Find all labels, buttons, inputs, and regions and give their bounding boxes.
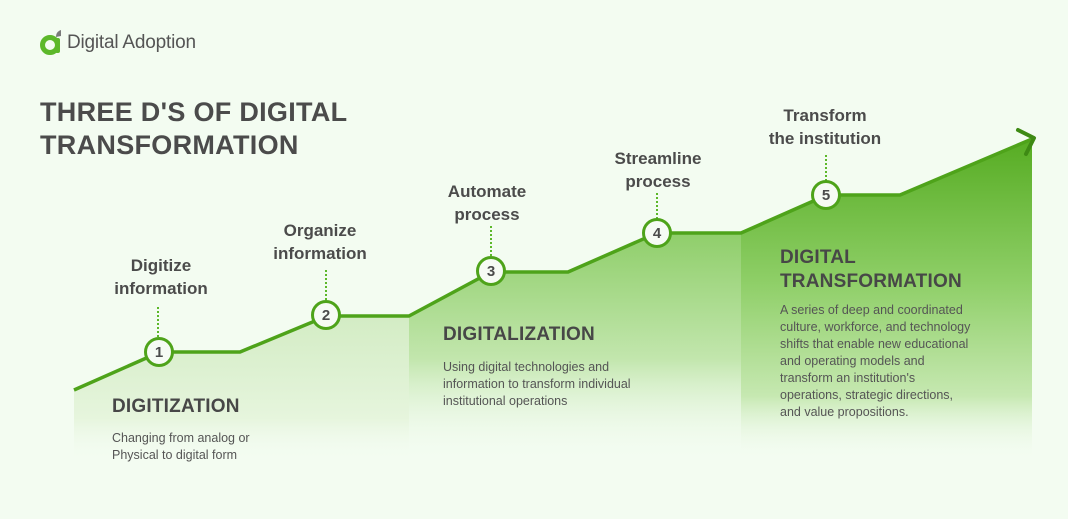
label-line: the institution bbox=[768, 129, 882, 148]
digital-adoption-logo-icon bbox=[40, 30, 61, 55]
milestone-2-marker: 2 bbox=[311, 300, 341, 330]
desc-line: shifts that enable new educational bbox=[780, 337, 969, 351]
desc-line: Using digital technologies and bbox=[443, 360, 610, 374]
milestone-4-marker: 4 bbox=[642, 218, 672, 248]
milestone-3-marker: 3 bbox=[476, 256, 506, 286]
arrow-head-icon bbox=[1016, 128, 1036, 156]
desc-line: operations, strategic directions, bbox=[780, 388, 954, 402]
desc-line: transform an institution's bbox=[780, 371, 916, 385]
label-line: process bbox=[454, 205, 520, 224]
phase-2-description: Using digital technologies and informati… bbox=[443, 359, 631, 410]
label-line: information bbox=[273, 244, 367, 263]
label-line: Automate bbox=[447, 182, 527, 201]
label-line: Organize bbox=[283, 221, 357, 240]
label-line: information bbox=[114, 279, 208, 298]
brand-logo: Digital Adoption bbox=[40, 30, 196, 56]
milestone-number: 2 bbox=[321, 306, 331, 324]
page-title: THREE D'S OF DIGITAL TRANSFORMATION bbox=[40, 96, 347, 162]
phase-1-description: Changing from analog or Physical to digi… bbox=[112, 430, 250, 464]
phase-3-title: DIGITAL TRANSFORMATION bbox=[780, 246, 962, 294]
milestone-1-marker: 1 bbox=[144, 337, 174, 367]
digitization-panel bbox=[74, 316, 409, 462]
phase-1-title: DIGITIZATION bbox=[112, 396, 240, 417]
milestone-number: 4 bbox=[652, 224, 662, 242]
milestone-5-label: Transform the institution bbox=[745, 104, 905, 150]
label-line: Streamline bbox=[614, 149, 702, 168]
desc-line: Changing from analog or bbox=[112, 431, 250, 445]
desc-line: and value propositions. bbox=[780, 405, 909, 419]
milestone-number: 5 bbox=[821, 186, 831, 204]
desc-line: Physical to digital form bbox=[112, 448, 238, 462]
milestone-3-label: Automate process bbox=[407, 180, 567, 226]
title-line-2: TRANSFORMATION bbox=[40, 130, 299, 160]
brand-name: Digital Adoption bbox=[67, 32, 196, 53]
label-line: process bbox=[625, 172, 691, 191]
phase-2-title: DIGITALIZATION bbox=[443, 324, 595, 345]
milestone-1-label: Digitize information bbox=[81, 254, 241, 300]
desc-line: A series of deep and coordinated bbox=[780, 303, 963, 317]
phase-3-description: A series of deep and coordinated culture… bbox=[780, 302, 970, 421]
label-line: Transform bbox=[783, 106, 867, 125]
desc-line: culture, workforce, and technology bbox=[780, 320, 971, 334]
label-line: Digitize bbox=[130, 256, 192, 275]
desc-line: and operating models and bbox=[780, 354, 925, 368]
milestone-number: 3 bbox=[486, 262, 496, 280]
desc-line: information to transform individual bbox=[443, 377, 631, 391]
desc-line: institutional operations bbox=[443, 394, 568, 408]
milestone-5-marker: 5 bbox=[811, 180, 841, 210]
digitalization-panel bbox=[409, 233, 741, 462]
digital-transformation-panel bbox=[741, 139, 1032, 460]
milestone-number: 1 bbox=[154, 343, 164, 361]
milestone-4-label: Streamline process bbox=[578, 147, 738, 193]
dotted-connectors bbox=[157, 155, 827, 338]
title-line: TRANSFORMATION bbox=[780, 271, 962, 292]
title-line: DIGITAL bbox=[780, 247, 856, 268]
title-line-1: THREE D'S OF DIGITAL bbox=[40, 97, 348, 127]
milestone-2-label: Organize information bbox=[240, 219, 400, 265]
